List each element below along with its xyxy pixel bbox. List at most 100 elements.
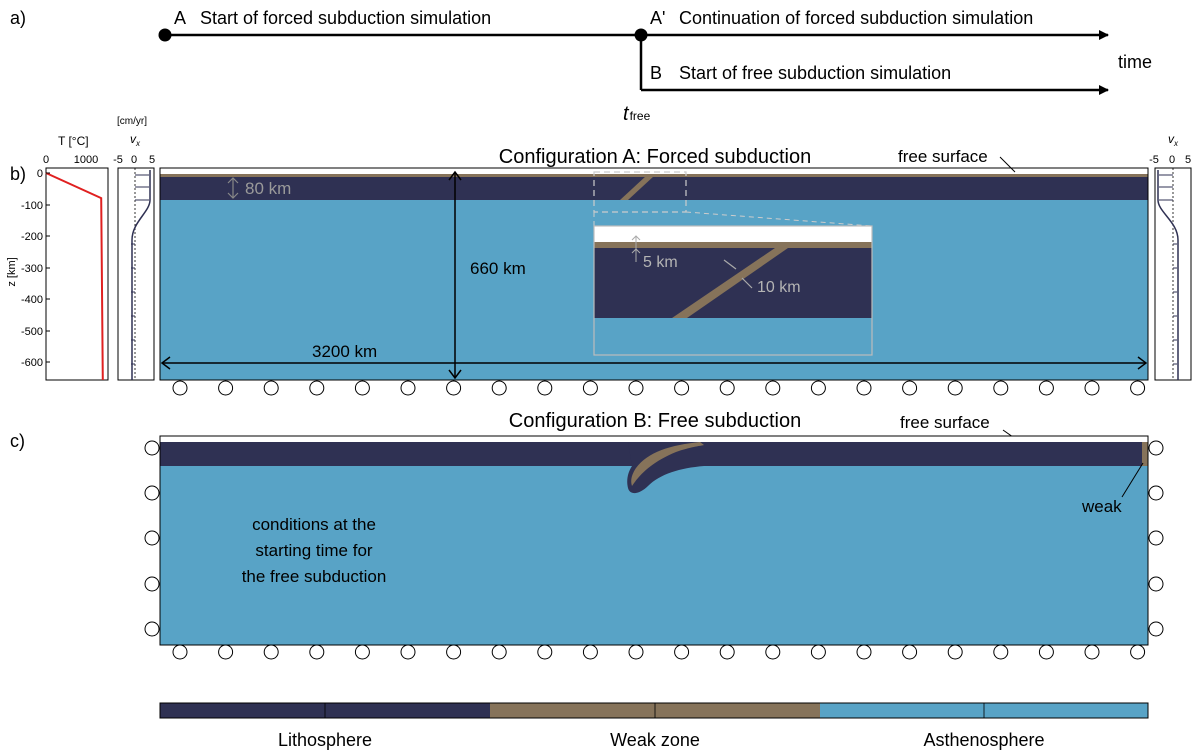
- temperature-plot-frame: [45, 167, 109, 381]
- time-axis-label: time: [1118, 52, 1152, 72]
- temperature-axis-title: T [°C]: [58, 134, 89, 148]
- free-lithosphere-left: [160, 442, 632, 466]
- roller-circle: [537, 380, 553, 396]
- inset-crust-label: 5 km: [643, 254, 678, 271]
- roller-circle: [309, 644, 325, 660]
- legend-label-lithosphere: Lithosphere: [278, 730, 372, 750]
- right-free-slip-rollers-c: [1148, 440, 1164, 637]
- roller-circle: [810, 644, 826, 660]
- inset-weak-arrow-a: [723, 259, 737, 270]
- roller-circle: [993, 644, 1009, 660]
- crust-strip: [160, 174, 1148, 177]
- roller-circle: [582, 644, 598, 660]
- left-velocity-profile: [cm/yr] vx -5 0 5: [113, 116, 155, 381]
- right-velocity-tick-m5: -5: [1149, 154, 1159, 166]
- roller-circle: [719, 644, 735, 660]
- z-tick-400: -400: [21, 294, 43, 306]
- temperature-profile-plot: T [°C] 0 1000: [43, 134, 109, 381]
- panel-c-free-config: c) Configuration B: Free subduction free…: [10, 410, 1164, 660]
- lithosphere-region: [160, 176, 1148, 200]
- inset-crust: [594, 242, 872, 248]
- z-tick-600: -600: [21, 357, 43, 369]
- roller-circle: [172, 380, 188, 396]
- weak-label: weak: [1081, 497, 1122, 516]
- lith-thickness-annotation: [227, 177, 239, 199]
- legend-label-asthenosphere: Asthenosphere: [923, 730, 1044, 750]
- t-free-symbol: tfree: [623, 103, 651, 125]
- left-free-slip-rollers-c: [144, 440, 160, 637]
- roller-circle: [144, 530, 160, 546]
- roller-circle: [1084, 380, 1100, 396]
- roller-circle: [354, 380, 370, 396]
- inset-weak-arrow-b: [741, 277, 753, 289]
- free-model-frame: [159, 435, 1149, 646]
- roller-circle: [1148, 485, 1164, 501]
- roller-circle: [537, 644, 553, 660]
- roller-circle: [674, 644, 690, 660]
- free-lithosphere-right: [700, 442, 1142, 466]
- roller-circle: [1148, 576, 1164, 592]
- z-tick-100: -100: [21, 200, 43, 212]
- free-config-title: Configuration B: Free subduction: [509, 410, 801, 432]
- roller-circle: [902, 644, 918, 660]
- weak-pointer: [1121, 462, 1144, 498]
- roller-circle: [218, 380, 234, 396]
- point-a-prime-letter: A': [650, 8, 665, 28]
- roller-circle: [491, 380, 507, 396]
- temperature-tick-1000: 1000: [74, 154, 98, 166]
- free-slab-weak-zone: [631, 442, 704, 486]
- point-a-letter: A: [174, 8, 186, 28]
- panel-b-forced-config: b) T [°C] 0 1000 z [km] 0 -100 -200 -300…: [6, 116, 1192, 396]
- left-velocity-tick-5: 5: [149, 154, 155, 166]
- roller-circle: [993, 380, 1009, 396]
- free-lithosphere-mid: [627, 442, 704, 494]
- depth-label: 660 km: [470, 259, 526, 278]
- roller-circle: [144, 621, 160, 637]
- temperature-line: [45, 172, 104, 381]
- timeline-point-a-prime: [634, 28, 648, 42]
- right-velocity-axis-title: vx: [1168, 132, 1179, 148]
- velocity-unit-label: [cm/yr]: [117, 116, 147, 127]
- depth-arrowhead-top: [448, 170, 462, 181]
- right-velocity-curve: [1157, 170, 1179, 380]
- roller-circle: [947, 380, 963, 396]
- inset-weak-label: 10 km: [757, 279, 801, 296]
- roller-circle: [144, 485, 160, 501]
- roller-circle: [856, 644, 872, 660]
- temperature-tick-0: 0: [43, 154, 49, 166]
- z-axis: z [km] 0 -100 -200 -300 -400 -500 -600: [6, 168, 43, 369]
- legend-label-weak-zone: Weak zone: [610, 730, 700, 750]
- inset-air: [594, 226, 872, 244]
- timeline-point-a: [158, 28, 172, 42]
- point-a-prime-label: Continuation of forced subduction simula…: [679, 8, 1033, 28]
- left-velocity-tick-0: 0: [131, 154, 137, 166]
- forced-free-surface-pointer: [999, 156, 1016, 173]
- inset-frame: [593, 225, 873, 356]
- roller-circle: [719, 380, 735, 396]
- width-label: 3200 km: [312, 342, 377, 361]
- roller-circle: [309, 380, 325, 396]
- roller-circle: [1038, 644, 1054, 660]
- roller-circle: [947, 644, 963, 660]
- forced-config-title: Configuration A: Forced subduction: [499, 146, 811, 168]
- weak-zone-dipping: [620, 176, 654, 200]
- roller-circle: [810, 380, 826, 396]
- roller-circle: [765, 380, 781, 396]
- left-velocity-axis-title: vx: [130, 132, 141, 148]
- roller-circle: [446, 644, 462, 660]
- left-velocity-arrows: [131, 174, 149, 365]
- roller-circle: [628, 644, 644, 660]
- panel-b-label: b): [10, 164, 26, 184]
- zoom-guide-right: [685, 211, 873, 227]
- zoom-inset: 5 km 10 km: [593, 225, 873, 356]
- left-velocity-curve: [131, 170, 151, 380]
- panel-a-timeline: a) A Start of forced subduction simulati…: [10, 8, 1152, 125]
- point-a-label: Start of forced subduction simulation: [200, 8, 491, 28]
- left-velocity-tick-m5: -5: [113, 154, 123, 166]
- right-velocity-tick-5: 5: [1185, 154, 1191, 166]
- material-legend: Lithosphere Weak zone Asthenosphere: [159, 702, 1149, 750]
- roller-circle: [1130, 644, 1146, 660]
- z-tick-200: -200: [21, 231, 43, 243]
- right-velocity-tick-0: 0: [1169, 154, 1175, 166]
